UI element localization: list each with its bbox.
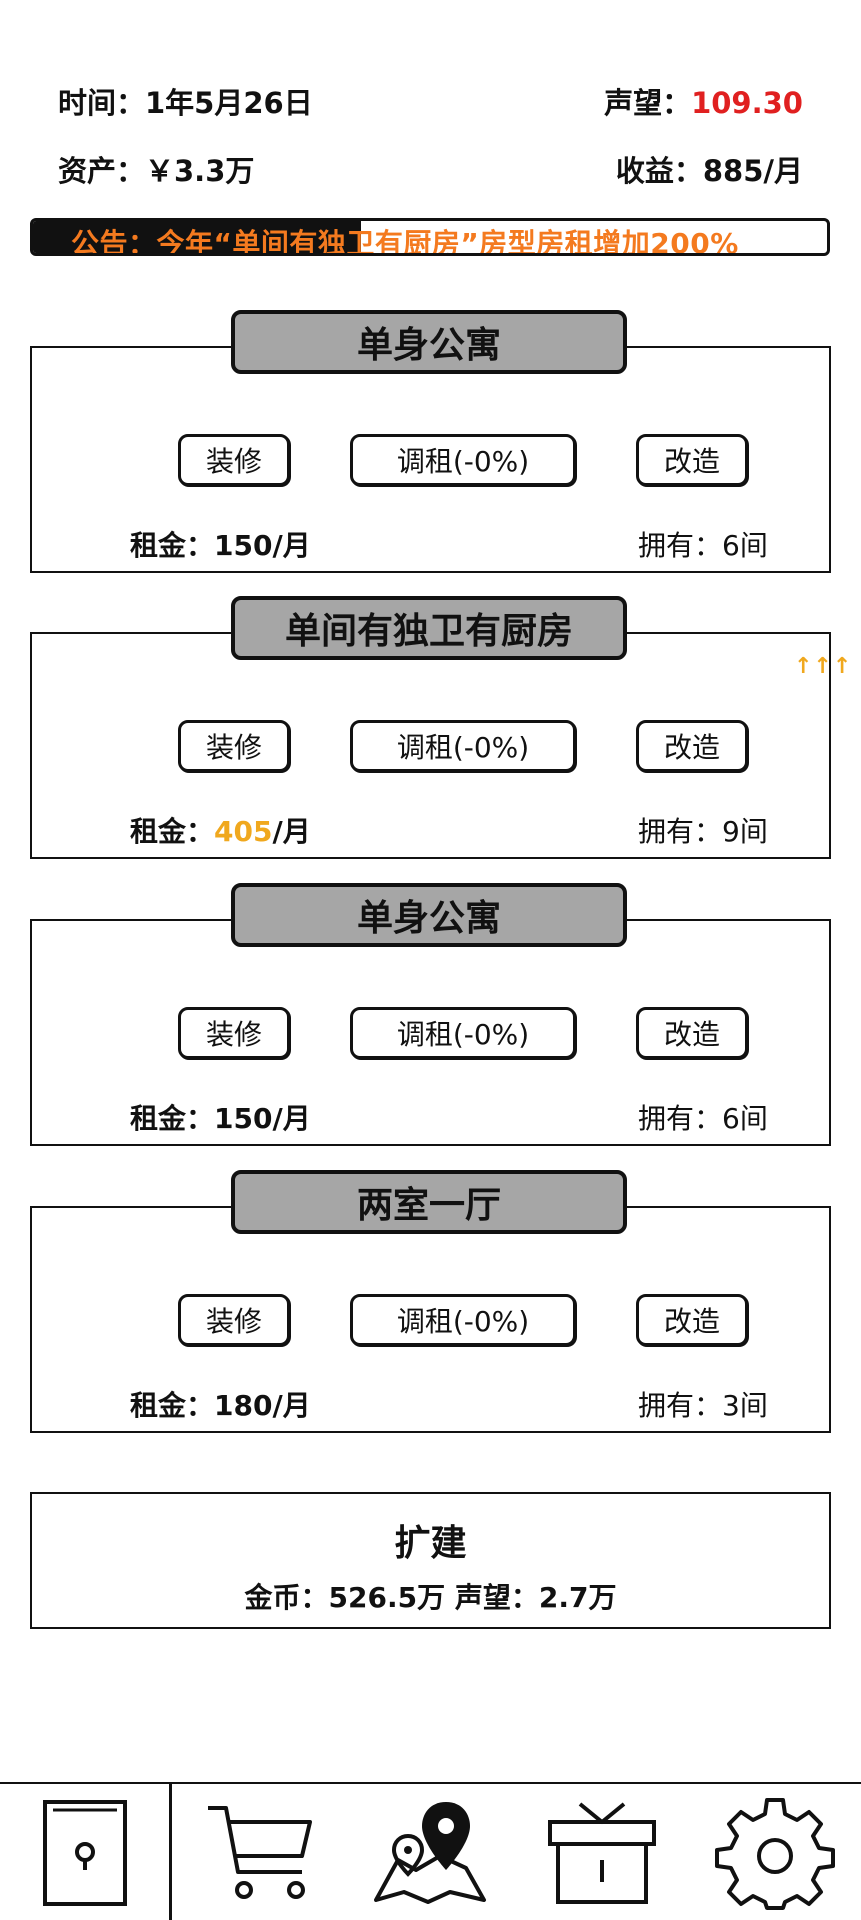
tab-home[interactable] (0, 1784, 169, 1920)
remodel-button[interactable]: 改造 (636, 434, 748, 486)
income-display: 收益：885/月 (615, 154, 803, 188)
time-display: 时间：1年5月26日 (58, 86, 313, 120)
renovate-button[interactable]: 装修 (178, 1007, 290, 1059)
rent-display: 租金：405/月 (130, 810, 311, 850)
rent-display: 租金：180/月 (130, 1384, 311, 1424)
property-title: 单间有独卫有厨房 (231, 596, 627, 660)
notice-banner-bg (33, 221, 361, 253)
adjust-rent-button[interactable]: 调租(-0%) (350, 1007, 576, 1059)
tab-shop[interactable] (172, 1784, 344, 1920)
gift-box-icon (542, 1796, 662, 1908)
rent-label: 租金： (130, 1389, 215, 1422)
expand-button[interactable]: 扩建 金币：526.5万 声望：2.7万 (30, 1492, 831, 1629)
tab-gifts[interactable] (516, 1784, 688, 1920)
owned-count: 拥有：6间 (638, 1102, 768, 1135)
notice-text: 公告：今年“单间有独卫有厨房”房型房租增加200% (71, 227, 739, 256)
tab-settings[interactable] (688, 1784, 861, 1920)
expand-title: 扩建 (394, 1523, 467, 1564)
remodel-button[interactable]: 改造 (636, 1294, 748, 1346)
property-title: 单身公寓 (231, 883, 627, 947)
remodel-button[interactable]: 改造 (636, 1007, 748, 1059)
rent-label: 租金： (130, 815, 215, 848)
rent-unit: /月 (272, 1102, 311, 1135)
map-location-icon (370, 1796, 490, 1908)
remodel-button[interactable]: 改造 (636, 720, 748, 772)
rent-display: 租金：150/月 (130, 1097, 311, 1137)
renovate-button[interactable]: 装修 (178, 434, 290, 486)
notice-banner: 公告：今年“单间有独卫有厨房”房型房租增加200% (30, 218, 830, 256)
owned-count: 拥有：9间 (638, 815, 768, 848)
rent-unit: /月 (272, 529, 311, 562)
rent-unit: /月 (272, 815, 311, 848)
rent-label: 租金： (130, 529, 215, 562)
property-title: 单身公寓 (231, 310, 627, 374)
rent-display: 租金：150/月 (130, 524, 311, 564)
property-card: 装修 调租(-0%) 改造 租金：180/月 拥有：3间 (30, 1206, 831, 1433)
rent-label: 租金： (130, 1102, 215, 1135)
property-card: 装修 调租(-0%) 改造 租金：150/月 拥有：6间 (30, 346, 831, 573)
rent-value: 180 (214, 1389, 273, 1422)
rent-unit: /月 (272, 1389, 311, 1422)
renovate-button[interactable]: 装修 (178, 1294, 290, 1346)
settings-gear-icon (714, 1794, 835, 1910)
property-title: 两室一厅 (231, 1170, 627, 1234)
renovate-button[interactable]: 装修 (178, 720, 290, 772)
bottom-tab-bar (0, 1782, 861, 1920)
property-card: ↑↑↑ 装修 调租(-0%) 改造 租金：405/月 拥有：9间 (30, 632, 851, 859)
reputation-value: 109.30 (691, 86, 803, 120)
assets-display: 资产：￥3.3万 (58, 154, 255, 188)
adjust-rent-button[interactable]: 调租(-0%) (350, 434, 576, 486)
reputation-label: 声望： (604, 86, 692, 120)
tab-divider (169, 1784, 172, 1920)
owned-count: 拥有：6间 (638, 529, 768, 562)
rent-value: 405 (214, 815, 273, 848)
door-icon (37, 1796, 133, 1908)
rent-value: 150 (214, 529, 273, 562)
adjust-rent-button[interactable]: 调租(-0%) (350, 1294, 576, 1346)
property-card: 装修 调租(-0%) 改造 租金：150/月 拥有：6间 (30, 919, 831, 1146)
adjust-rent-button[interactable]: 调租(-0%) (350, 720, 576, 772)
reputation-display: 声望：109.30 (604, 80, 803, 122)
owned-count: 拥有：3间 (638, 1389, 768, 1422)
rent-boost-indicator: ↑↑↑ (794, 654, 853, 679)
expand-cost: 金币：526.5万 声望：2.7万 (244, 1581, 617, 1614)
tab-map[interactable] (344, 1784, 516, 1920)
rent-value: 150 (214, 1102, 273, 1135)
shopping-cart-icon (198, 1796, 318, 1908)
